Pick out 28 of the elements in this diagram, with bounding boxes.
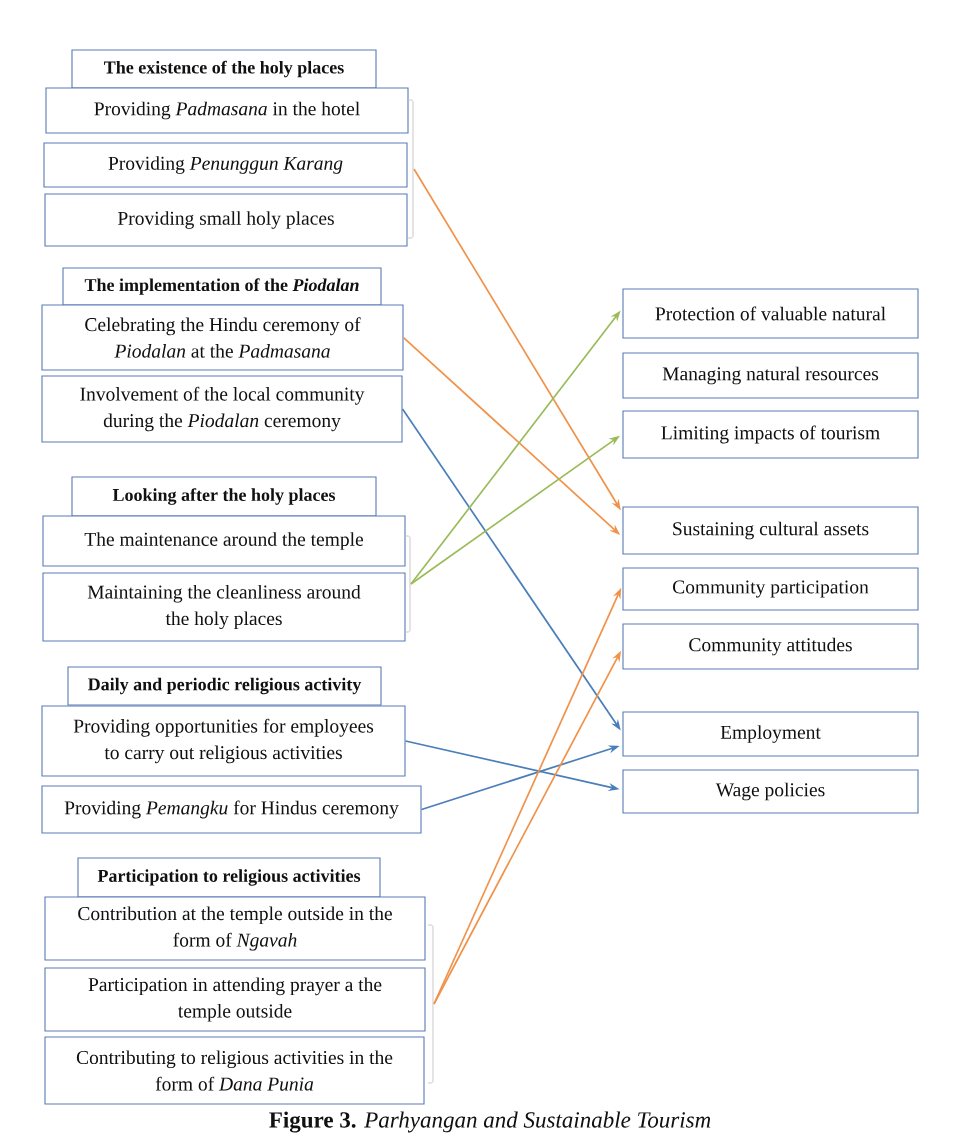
text-box: Providing Pemangku for Hindus ceremony <box>41 785 422 834</box>
heading-box: Participation to religious activities <box>77 857 381 898</box>
heading-box: Daily and periodic religious activity <box>67 666 382 706</box>
text-box: Providing small holy places <box>44 193 408 247</box>
text-box: Involvement of the local community during the Piodalan ceremony <box>41 375 403 443</box>
text-box: Employment <box>622 711 919 757</box>
bracket <box>407 99 414 239</box>
text-box: Wage policies <box>622 769 919 814</box>
text-box: Limiting impacts of tourism <box>622 410 919 459</box>
text-box: Celebrating the Hindu ceremony of Piodalan at the Padmasana <box>41 304 404 371</box>
text-box: The maintenance around the temple <box>42 515 406 567</box>
text-box: Providing Padmasana in the hotel <box>45 87 409 134</box>
text-box: Managing natural resources <box>622 352 919 399</box>
heading-box: The existence of the holy places <box>71 49 377 89</box>
text-box: Community attitudes <box>622 623 919 670</box>
bracket <box>404 535 411 633</box>
text-box: Contribution at the temple outside in the form of Ngavah <box>44 896 426 961</box>
figure-caption: Figure 3. Parhyangan and Sustainable Tourism <box>269 1111 711 1133</box>
text-box: Community participation <box>622 567 919 611</box>
bracket <box>427 924 434 1084</box>
text-box: Providing Penunggun Karang <box>43 142 408 188</box>
text-box: Sustaining cultural assets <box>622 506 919 555</box>
text-box: Maintaining the cleanliness around the holy places <box>42 572 406 642</box>
text-box: Contributing to religious activities in the form of Dana Punia <box>44 1036 425 1105</box>
heading-box: Looking after the holy places <box>71 476 377 517</box>
heading-box: The implementation of the Piodalan <box>62 267 382 306</box>
text-box: Protection of valuable natural <box>622 288 919 339</box>
text-box: Participation in attending prayer a the temple outside <box>44 967 426 1032</box>
